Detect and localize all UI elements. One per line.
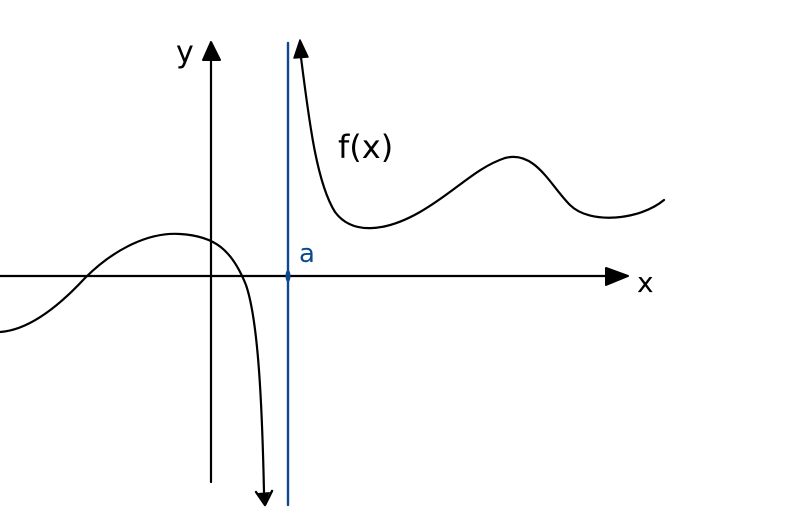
- function-label: f(x): [338, 128, 393, 166]
- x-axis-label: x: [637, 266, 654, 299]
- curve-left-branch: [0, 232, 266, 494]
- y-axis-arrowhead: [202, 41, 221, 61]
- asymptote-intercept-mark: [285, 270, 291, 282]
- y-axis-label: y: [176, 35, 194, 70]
- curve-right-branch: [298, 48, 666, 230]
- x-axis-arrowhead: [605, 267, 629, 286]
- curve-left-arrowhead-fill: [258, 492, 270, 503]
- asymptote-label: a: [299, 239, 315, 269]
- curve-right-arrowhead: [293, 39, 309, 59]
- curve-left-arrowhead: [254, 489, 274, 507]
